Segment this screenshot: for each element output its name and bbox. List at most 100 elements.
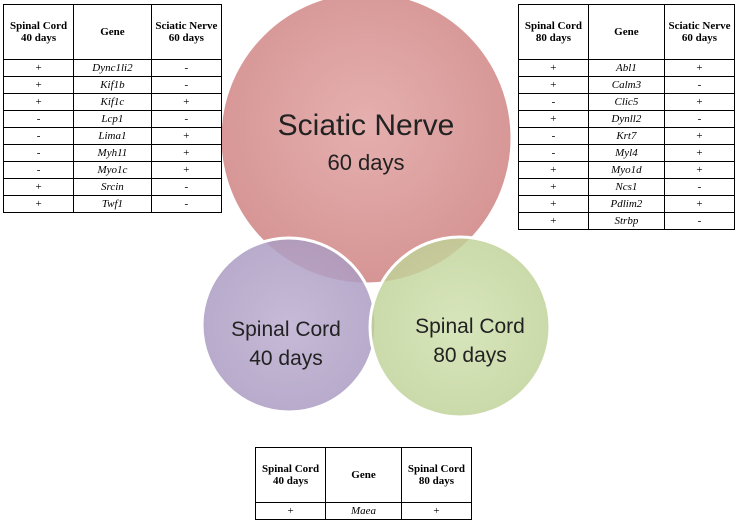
expression-cell: -	[150, 59, 223, 77]
expression-cell: +	[518, 59, 589, 77]
expression-cell: +	[2, 178, 75, 196]
expression-cell: -	[663, 76, 736, 94]
gene-cell: Lcp1	[73, 110, 152, 128]
gene-cell: Myh11	[73, 144, 152, 162]
expression-cell: +	[254, 502, 327, 520]
gene-cell: Strbp	[587, 212, 665, 230]
gene-cell: Abl1	[587, 59, 665, 77]
label-sciatic-line2: 60 days	[327, 150, 404, 175]
expression-cell: -	[663, 110, 736, 128]
header-cell: Sciatic Nerve 60 days	[663, 4, 736, 60]
expression-cell: +	[400, 502, 473, 520]
label-sc80-line1: Spinal Cord	[415, 315, 525, 338]
expression-cell: -	[518, 93, 589, 111]
gene-cell: Kif1c	[73, 93, 152, 111]
table-row: +Dync1li2-	[2, 59, 223, 77]
expression-cell: -	[150, 76, 223, 94]
header-cell: Spinal Cord 80 days	[400, 447, 473, 503]
gene-cell: Myl4	[587, 144, 665, 162]
expression-cell: +	[2, 195, 75, 213]
expression-cell: +	[2, 59, 75, 77]
table-row: +Srcin-	[2, 178, 223, 196]
expression-cell: -	[518, 127, 589, 145]
table-row: +Ncs1-	[518, 178, 736, 196]
expression-cell: -	[663, 178, 736, 196]
expression-cell: +	[518, 195, 589, 213]
gene-cell: Ncs1	[587, 178, 665, 196]
table-row: +Kif1b-	[2, 76, 223, 94]
table-sc80-vs-sciatic: Spinal Cord 80 days Gene Sciatic Nerve 6…	[518, 4, 736, 230]
gene-cell: Srcin	[73, 178, 152, 196]
expression-cell: -	[150, 195, 223, 213]
label-sc80-line2: 80 days	[433, 344, 507, 367]
table-row: +Pdlim2+	[518, 195, 736, 213]
table-sc40-vs-sciatic: Spinal Cord 40 days Gene Sciatic Nerve 6…	[2, 4, 223, 213]
circle-spinal-cord-80	[368, 235, 552, 419]
label-sc40-line2: 40 days	[249, 347, 323, 370]
gene-cell: Calm3	[587, 76, 665, 94]
expression-cell: +	[518, 161, 589, 179]
header-cell: Gene	[73, 4, 152, 60]
expression-cell: -	[2, 144, 75, 162]
expression-cell: -	[663, 212, 736, 230]
gene-cell: Lima1	[73, 127, 152, 145]
expression-cell: +	[2, 93, 75, 111]
table-row: +Kif1c+	[2, 93, 223, 111]
table-row: -Clic5+	[518, 93, 736, 111]
gene-cell: Myo1c	[73, 161, 152, 179]
expression-cell: +	[663, 144, 736, 162]
table-row: -Myl4+	[518, 144, 736, 162]
header-cell: Spinal Cord 40 days	[2, 4, 75, 60]
label-sciatic-line1: Sciatic Nerve	[278, 109, 455, 142]
expression-cell: -	[2, 127, 75, 145]
label-sc40-line1: Spinal Cord	[231, 318, 341, 341]
table-row: -Myh11+	[2, 144, 223, 162]
header-cell: Sciatic Nerve 60 days	[150, 4, 223, 60]
table-row: +Abl1+	[518, 59, 736, 77]
expression-cell: +	[150, 93, 223, 111]
header-cell: Spinal Cord 80 days	[518, 4, 589, 60]
table-row: -Myo1c+	[2, 161, 223, 179]
table-row: +Myo1d+	[518, 161, 736, 179]
expression-cell: +	[518, 110, 589, 128]
expression-cell: +	[150, 144, 223, 162]
expression-cell: +	[518, 212, 589, 230]
expression-cell: +	[663, 127, 736, 145]
table-row: +Dynll2-	[518, 110, 736, 128]
table-row: -Lima1+	[2, 127, 223, 145]
table-row: -Lcp1-	[2, 110, 223, 128]
expression-cell: +	[663, 161, 736, 179]
header-cell: Gene	[587, 4, 665, 60]
table-row: +Strbp-	[518, 212, 736, 230]
expression-cell: -	[518, 144, 589, 162]
expression-cell: +	[150, 127, 223, 145]
expression-cell: -	[2, 161, 75, 179]
table-sc40-vs-sc80: Spinal Cord 40 days Gene Spinal Cord 80 …	[254, 447, 473, 520]
expression-cell: +	[518, 76, 589, 94]
expression-cell: -	[150, 178, 223, 196]
gene-cell: Dynll2	[587, 110, 665, 128]
expression-cell: -	[150, 110, 223, 128]
gene-cell: Pdlim2	[587, 195, 665, 213]
expression-cell: +	[518, 178, 589, 196]
header-cell: Spinal Cord 40 days	[254, 447, 327, 503]
expression-cell: +	[663, 93, 736, 111]
table-row: +Maea+	[254, 502, 473, 520]
expression-cell: +	[663, 195, 736, 213]
gene-cell: Myo1d	[587, 161, 665, 179]
table-row: -Krt7+	[518, 127, 736, 145]
expression-cell: +	[663, 59, 736, 77]
gene-cell: Maea	[325, 502, 402, 520]
expression-cell: -	[2, 110, 75, 128]
gene-cell: Krt7	[587, 127, 665, 145]
expression-cell: +	[150, 161, 223, 179]
gene-cell: Kif1b	[73, 76, 152, 94]
gene-cell: Dync1li2	[73, 59, 152, 77]
gene-cell: Twf1	[73, 195, 152, 213]
table-row: +Calm3-	[518, 76, 736, 94]
header-cell: Gene	[325, 447, 402, 503]
table-row: +Twf1-	[2, 195, 223, 213]
expression-cell: +	[2, 76, 75, 94]
gene-cell: Clic5	[587, 93, 665, 111]
